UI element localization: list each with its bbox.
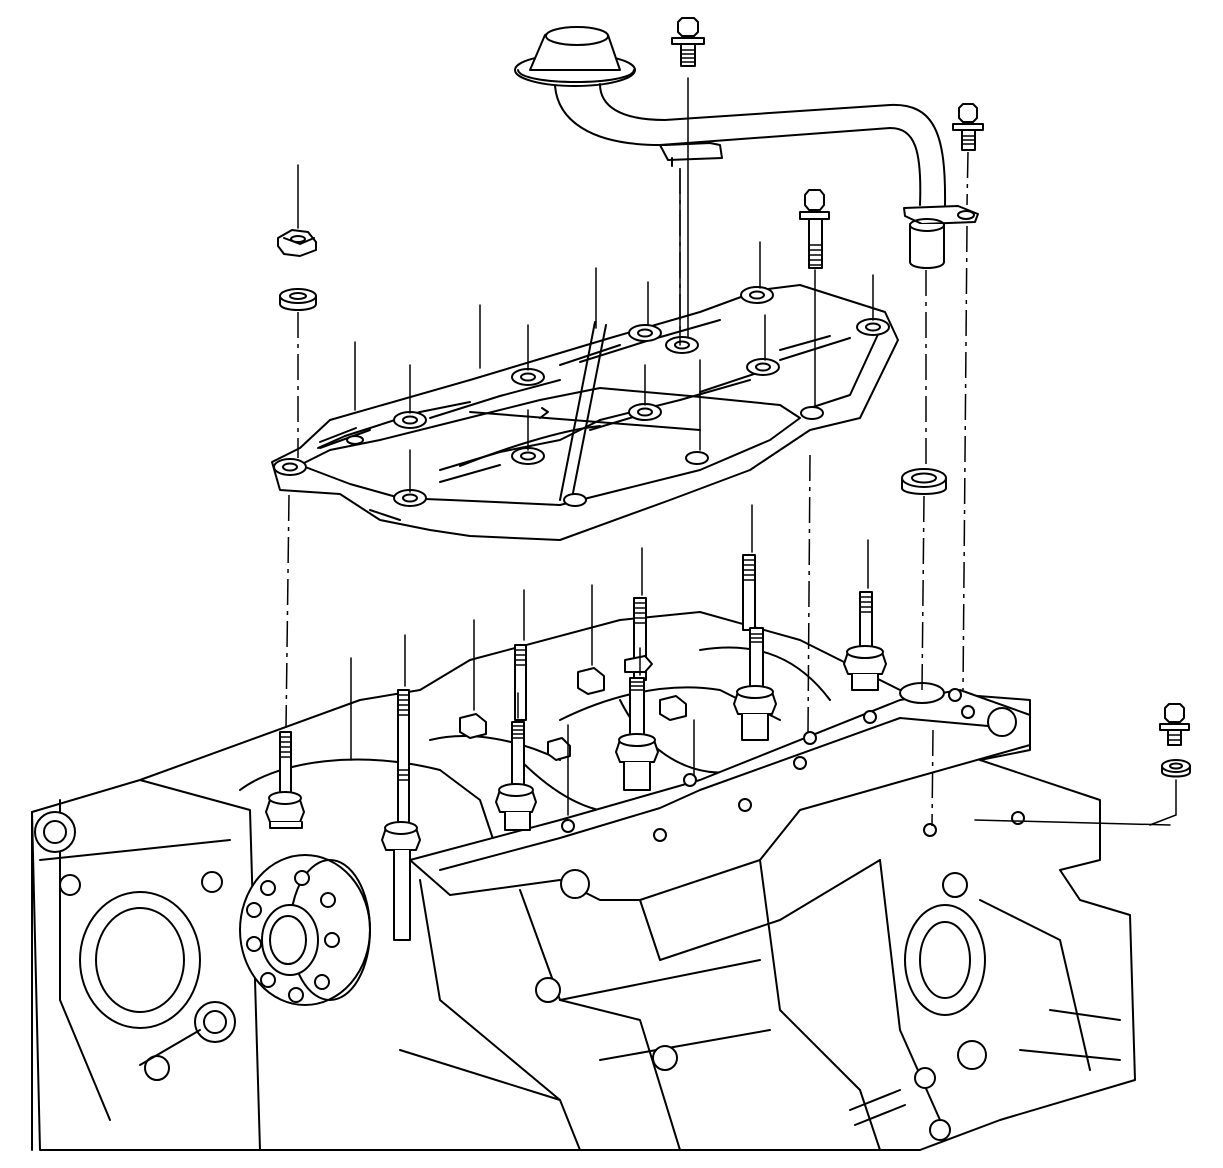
oil-pump-pickup-tube bbox=[514, 26, 979, 269]
oil-pan-baffle bbox=[271, 284, 899, 541]
pickup-tube-bolt bbox=[952, 103, 984, 151]
pickup-tube-seal bbox=[901, 468, 947, 495]
assembly-leader-lines bbox=[285, 77, 1177, 827]
pickup-tube-bolt bbox=[799, 189, 830, 269]
engine-block bbox=[31, 611, 1136, 1151]
pickup-tube-bolt bbox=[1159, 703, 1191, 778]
main-bearing-stud bbox=[265, 554, 887, 941]
baffle-nut bbox=[277, 229, 317, 311]
pickup-tube-bolt bbox=[671, 17, 705, 67]
